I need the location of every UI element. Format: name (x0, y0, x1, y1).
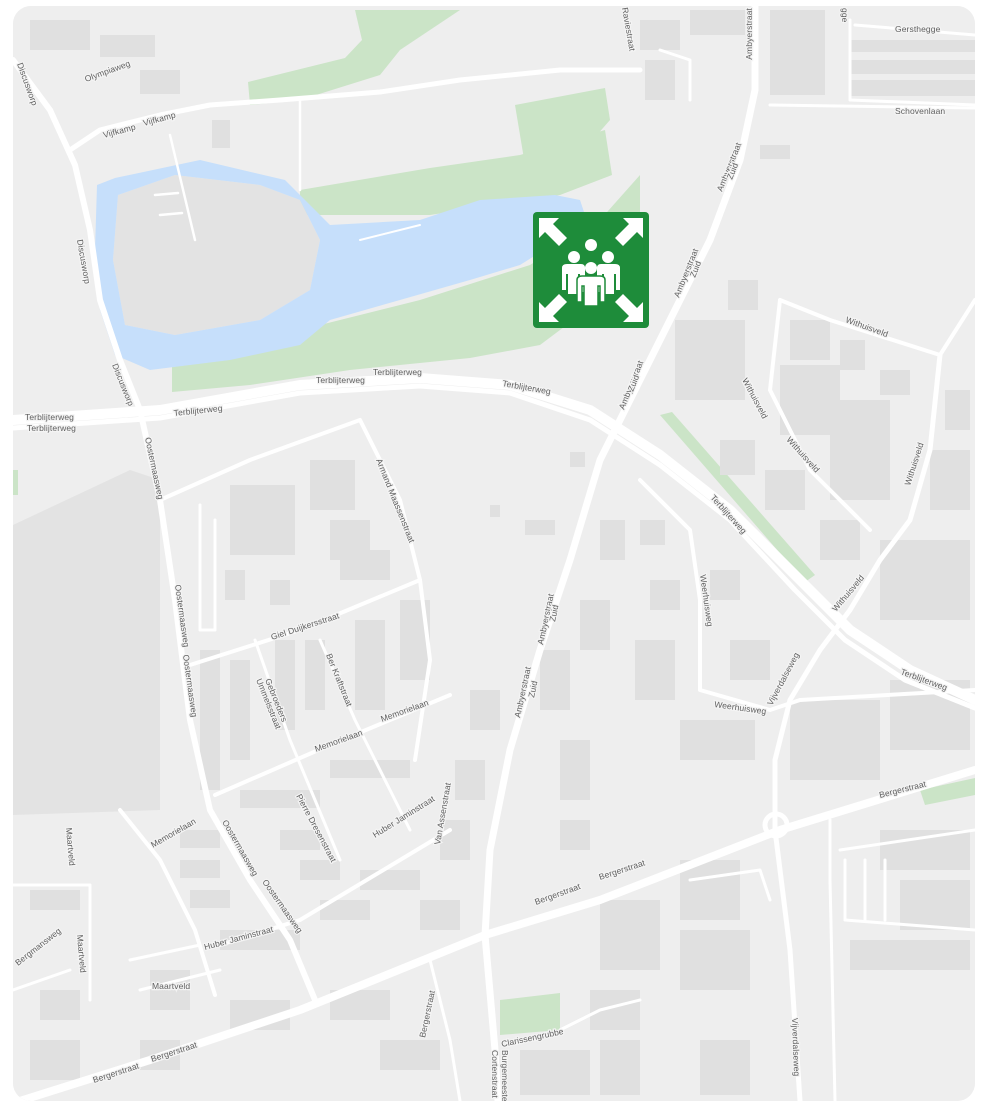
map-canvas[interactable]: Raviestraat Ambyerstraat gge Gersthegge … (13, 6, 975, 1101)
street-label: Cortenstraat (490, 1050, 500, 1099)
lake (95, 160, 585, 370)
street-label: Schovenlaan (895, 106, 945, 116)
street-label: Maartveld (152, 981, 190, 991)
street-label: Maartveld (75, 934, 88, 973)
street-label: Terblijterweg (25, 412, 74, 422)
street-label: Terblijterweg (373, 367, 422, 377)
street-label: Gersthegge (895, 24, 941, 34)
street-label: Vijverdalseweg (790, 1018, 802, 1077)
street-label: Burgemeester (500, 1050, 510, 1101)
buildings (30, 10, 975, 1095)
assembly-point-icon (539, 218, 643, 322)
street-label: Maartveld (64, 827, 77, 866)
street-label: gge (840, 8, 850, 23)
street-label: Ambyerstraat (744, 7, 754, 59)
large-lots (13, 175, 320, 815)
map-view[interactable]: Raviestraat Ambyerstraat gge Gersthegge … (13, 6, 975, 1101)
roundabout (762, 811, 790, 839)
street-label: Zuid (526, 680, 539, 699)
street-label: Terblijterweg (316, 375, 365, 385)
roads (13, 6, 975, 1101)
street-label: Zuid (547, 604, 560, 623)
street-label: Terblijterweg (27, 423, 76, 433)
assembly-point-marker[interactable] (533, 212, 649, 328)
